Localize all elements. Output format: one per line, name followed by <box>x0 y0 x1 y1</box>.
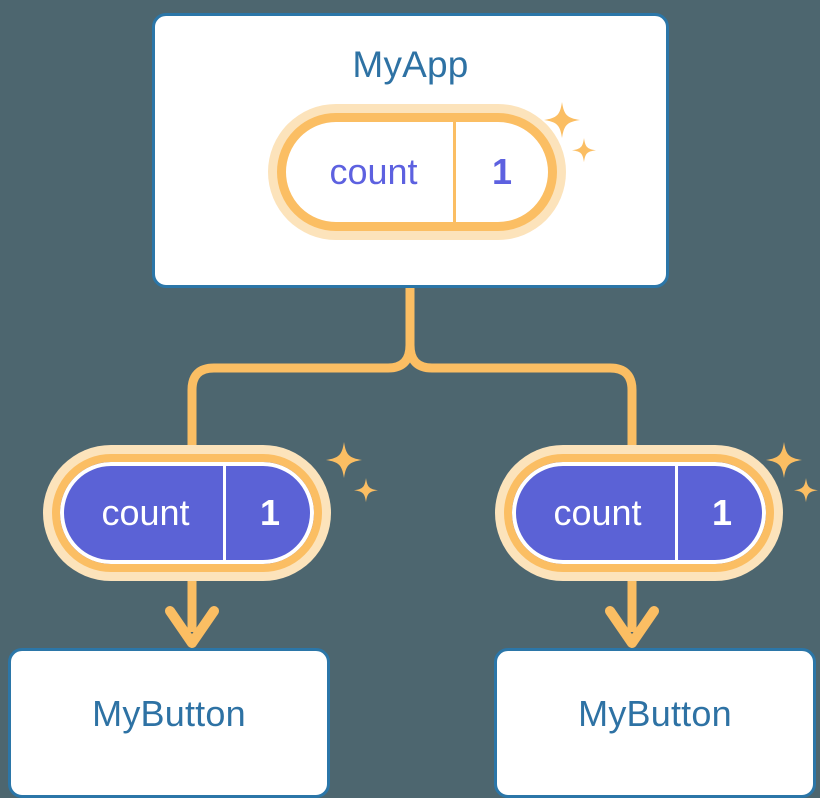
mybutton-right-state-pill[interactable]: count 1 <box>504 454 774 572</box>
state-key: count <box>329 151 418 192</box>
state-pill-divider <box>223 462 226 564</box>
state-pill-body: count 1 <box>52 454 322 572</box>
sparkle-group-left <box>318 440 382 517</box>
myapp-title: MyApp <box>352 44 469 85</box>
arrow-right-head <box>605 606 659 648</box>
mybutton-right-card[interactable]: MyButton <box>494 648 816 798</box>
state-pill-body: count 1 <box>504 454 774 572</box>
four-point-star-small-icon <box>354 478 378 503</box>
state-pill-body: count 1 <box>277 113 557 231</box>
mybutton-left-card[interactable]: MyButton <box>8 648 330 798</box>
state-value: 1 <box>711 492 733 533</box>
diagram-canvas: MyApp count 1 count 1 MyButton <box>8 13 818 798</box>
state-key: count <box>101 492 190 533</box>
arrow-left-head <box>165 606 219 648</box>
state-value: 1 <box>259 492 281 533</box>
state-pill-divider <box>675 462 678 564</box>
arrow-right-group <box>605 578 659 648</box>
mybutton-left-state-pill[interactable]: count 1 <box>52 454 322 572</box>
connector-branch-right <box>405 340 637 455</box>
four-point-star-small-icon <box>794 478 818 503</box>
mybutton-left-title: MyButton <box>92 693 246 734</box>
arrow-left-group <box>165 578 219 648</box>
mybutton-right-title: MyButton <box>578 693 732 734</box>
connector-branch-left <box>187 340 415 455</box>
state-value: 1 <box>491 151 513 192</box>
state-pill-divider <box>453 122 456 222</box>
four-point-star-icon <box>326 442 362 478</box>
myapp-state-pill[interactable]: count 1 <box>277 113 557 231</box>
state-key: count <box>553 492 642 533</box>
